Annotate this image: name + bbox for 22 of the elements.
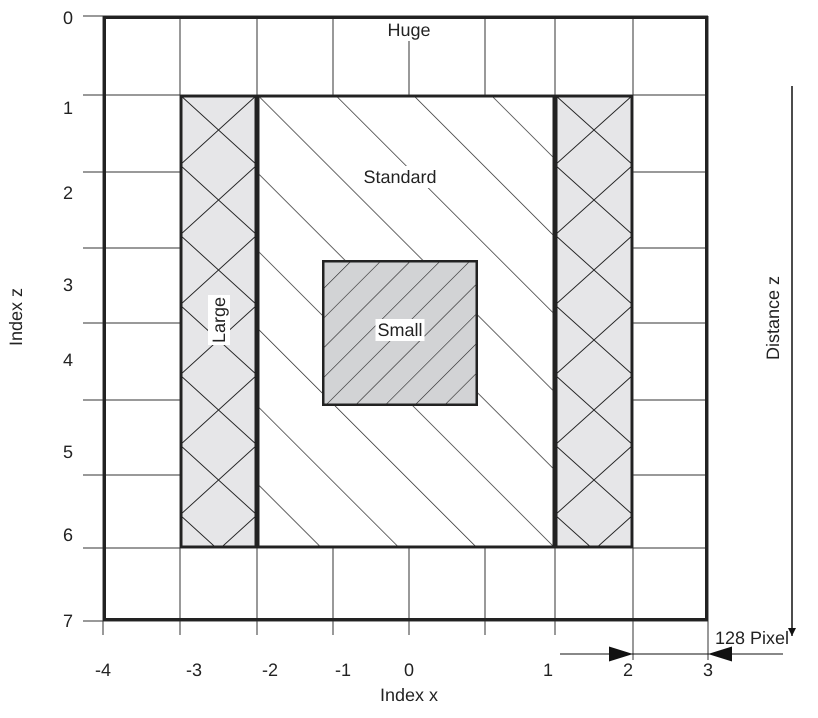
axis-tick-label: 6 <box>63 525 73 545</box>
axis-tick-label: -3 <box>186 660 202 680</box>
axis-title: Index z <box>6 288 26 346</box>
axis-tick-label: -2 <box>262 660 278 680</box>
axis-tick-label: 0 <box>63 8 73 28</box>
region-label: Large <box>208 294 230 346</box>
dimension-label: 128 Pixel <box>714 628 790 648</box>
axis-tick-label: 3 <box>703 660 713 680</box>
axis-tick-label: -1 <box>335 660 351 680</box>
axis-tick-label: 2 <box>63 183 73 203</box>
axis-tick-label: 1 <box>63 98 73 118</box>
axis-title: Index x <box>380 685 438 705</box>
axis-tick-label: 0 <box>404 660 414 680</box>
region-label: Small <box>376 319 424 341</box>
axis-tick-label: 5 <box>63 442 73 462</box>
axis-tick-label: 2 <box>623 660 633 680</box>
axis-tick-label: 7 <box>63 611 73 631</box>
axis-title: Distance z <box>763 276 783 360</box>
axis-tick-label: 1 <box>543 660 553 680</box>
axis-tick-label: 4 <box>63 350 73 370</box>
axis-tick-label: -4 <box>95 660 111 680</box>
axis-tick-label: 3 <box>63 275 73 295</box>
